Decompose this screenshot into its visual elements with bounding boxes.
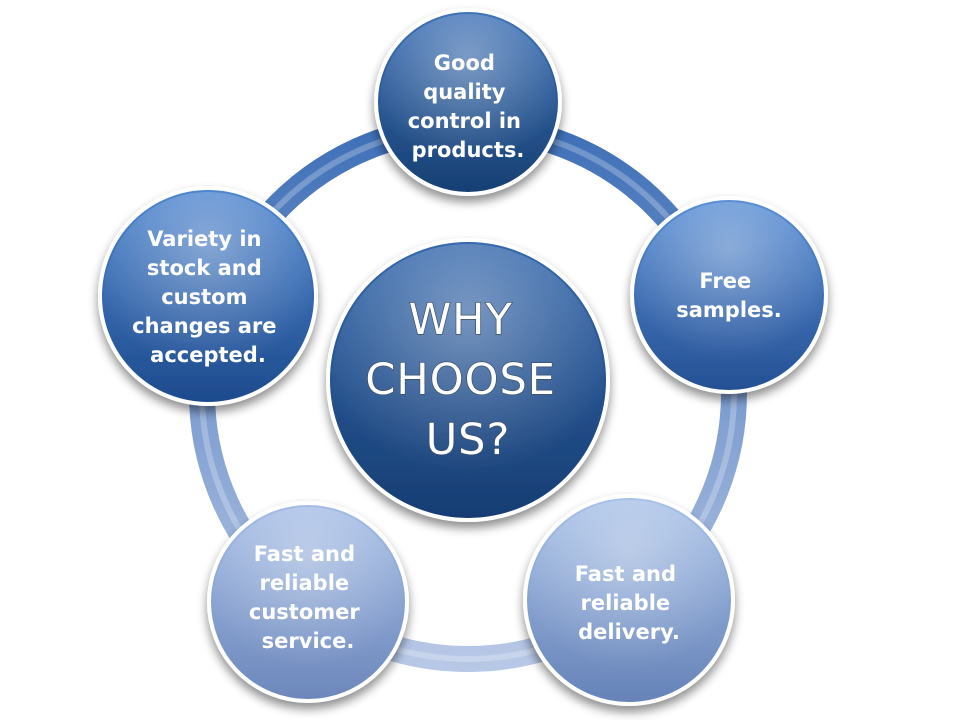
node-variety: Variety in stock and custom changes are … [98, 186, 318, 406]
node-service: Fast and reliable customer service. [207, 501, 409, 703]
node-quality: Good quality control in products. [374, 8, 562, 196]
node-delivery: Fast and reliable delivery. [523, 494, 735, 706]
center-title-line: US? [426, 415, 511, 465]
node-samples: Free samples. [630, 196, 828, 394]
center-title: WHY CHOOSE US? [365, 295, 570, 465]
center-title-line: WHY [409, 295, 513, 345]
center-circle [326, 238, 610, 522]
center-title-line: CHOOSE [365, 355, 556, 405]
